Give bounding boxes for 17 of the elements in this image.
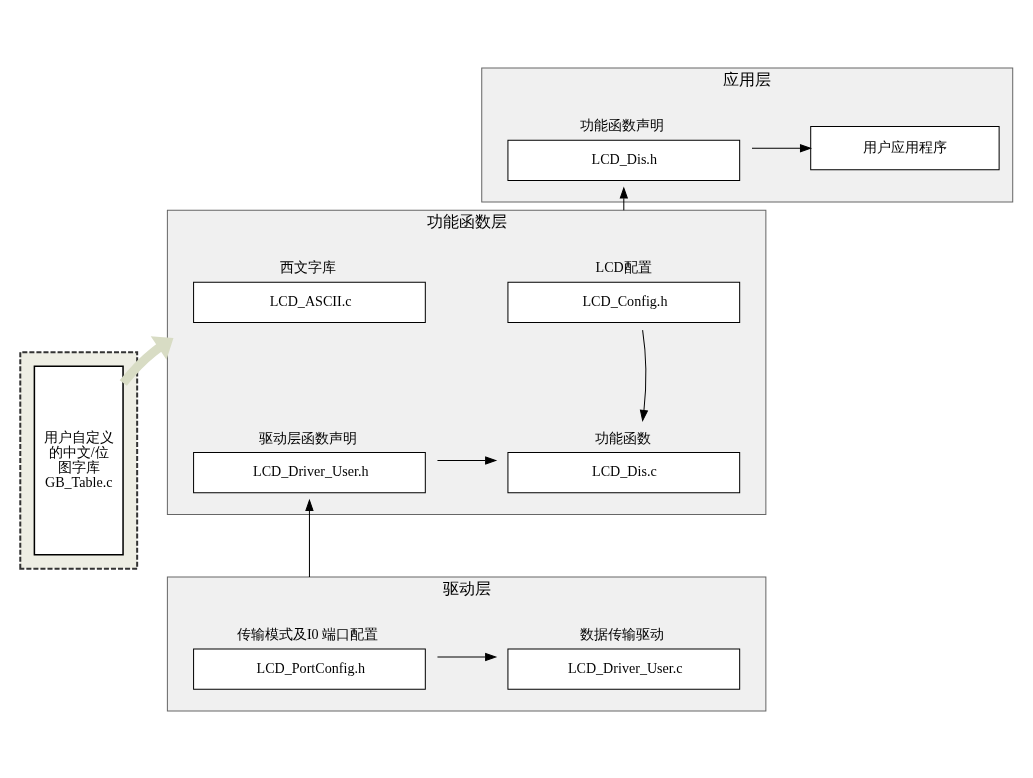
node-label: LCD配置 xyxy=(595,258,652,275)
node-label: 数据传输驱动 xyxy=(580,625,665,642)
node-label: 西文字库 xyxy=(280,258,337,275)
arrow xyxy=(119,335,174,386)
arrow xyxy=(436,455,498,465)
arrow xyxy=(305,498,314,577)
node-label: 传输模式及I0 端口配置 xyxy=(236,625,379,642)
cluster xyxy=(19,350,139,570)
arrow xyxy=(639,329,649,422)
node-label: 驱动层函数声明 xyxy=(259,429,358,446)
node-box: 用户应用程序 xyxy=(810,125,1000,170)
node-box: 用户自定义的中文/位图字库 GB_Table.c xyxy=(33,365,124,555)
node-label: 功能函数声明 xyxy=(580,116,665,133)
arrow xyxy=(619,185,629,211)
node-label: 功能函数 xyxy=(594,429,651,446)
arrow xyxy=(436,652,498,661)
arrow xyxy=(751,143,813,152)
